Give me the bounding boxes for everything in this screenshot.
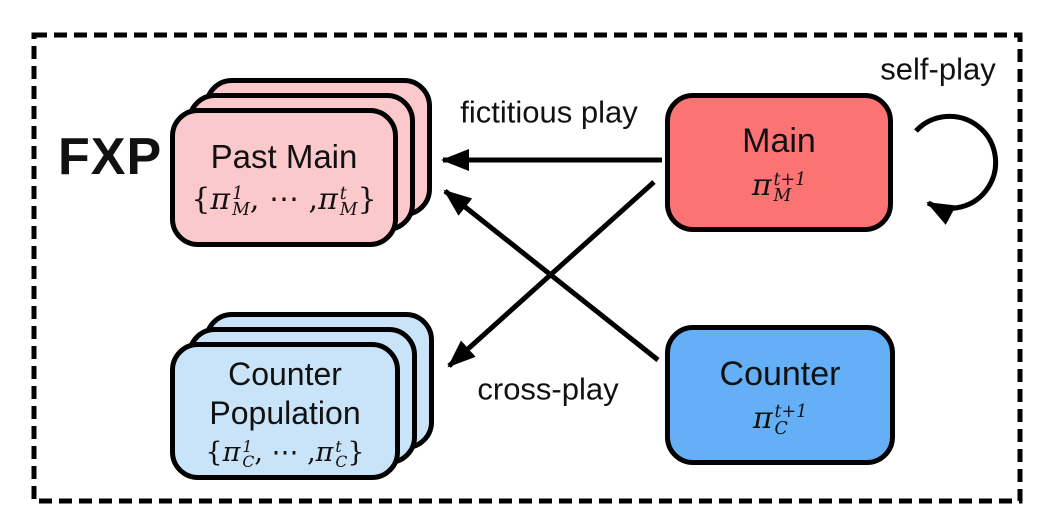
- fictitious-play-label: fictitious play: [460, 94, 638, 130]
- diagram-title: FXP: [58, 128, 163, 186]
- counter-population-title-line2: Population: [209, 394, 361, 431]
- cross-play-label: cross-play: [477, 371, 619, 407]
- main-title: Main: [742, 122, 816, 161]
- cross-play-arrow-main-to-counter-population: [447, 180, 656, 368]
- self-play-loop-arrow: [914, 113, 999, 225]
- self-play-label: self-play: [880, 51, 996, 87]
- past-main-title: Past Main: [210, 138, 358, 175]
- cross-play-arrow-counter-to-past-main: [443, 189, 660, 362]
- counter-title: Counter: [719, 354, 841, 393]
- counter-population-title-line1: Counter: [228, 355, 342, 392]
